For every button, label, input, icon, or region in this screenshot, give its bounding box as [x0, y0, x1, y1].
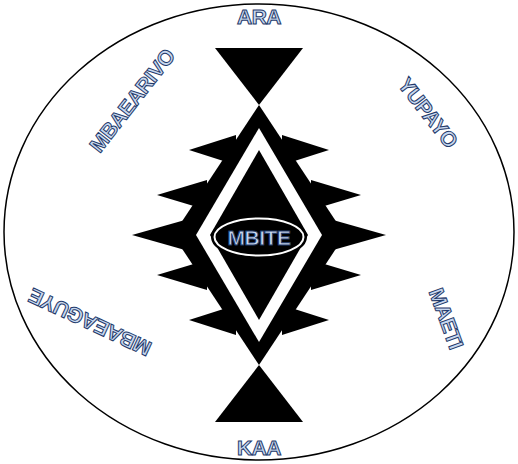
center-ellipse: MBITE [211, 215, 307, 259]
tooth [157, 180, 207, 210]
circle-word: MAETI [426, 285, 467, 351]
white-band [196, 128, 322, 342]
tooth [311, 260, 361, 290]
top-triangle [215, 48, 303, 105]
tooth [157, 260, 207, 290]
tooth [189, 305, 236, 335]
tooth [132, 220, 185, 250]
tooth [189, 135, 236, 165]
tooth [311, 180, 361, 210]
tooth [282, 305, 329, 335]
bottom-triangle [215, 365, 303, 422]
circle-word: MBAEAGUYE [26, 285, 155, 360]
circle-word: MBAEARIVO [86, 45, 179, 156]
tooth [282, 135, 329, 165]
inner-diamond [210, 150, 308, 320]
tooth [333, 220, 386, 250]
outer-circle [4, 4, 514, 460]
circle-word: YUPAYO [395, 74, 462, 152]
circle-word: ARA [237, 6, 281, 27]
center-word: MBITE [228, 227, 291, 248]
outer-diamond [173, 105, 345, 365]
circle-word: KAA [237, 437, 281, 458]
